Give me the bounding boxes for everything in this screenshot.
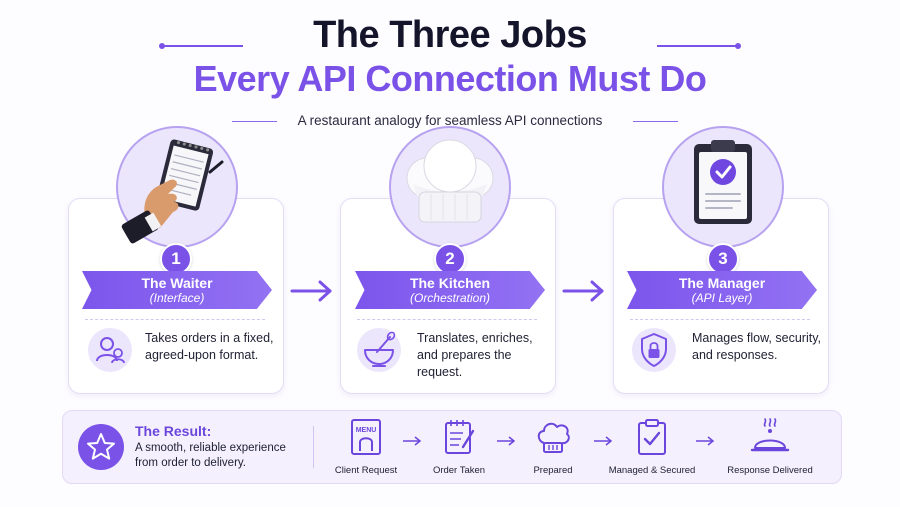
title-right-rule [657,45,737,47]
step-arrow-icon [696,436,715,446]
subtitle-right-rule [633,121,678,122]
result-separator [313,426,314,468]
result-description: A smooth, reliable experience from order… [135,442,286,469]
job-image-circle-kitchen [389,126,511,248]
star-icon [87,433,115,460]
step-label-client-request: Client Request [334,465,398,476]
job-divider-kitchen [357,319,537,320]
menu-icon-text: MENU [356,427,377,434]
step-label-prepared: Prepared [533,465,573,476]
job-divider-manager [630,319,810,320]
job-image-circle-manager [662,126,784,248]
job-subtitle-manager: (API Layer) [691,291,753,305]
arrow-right-icon [562,280,604,302]
menu-icon: MENU [351,419,381,455]
step-arrow-icon [403,436,422,446]
notepad-icon [445,420,475,454]
job-icon-circle-kitchen [357,328,401,372]
job-description-kitchen: Translates, enriches, and prepares the r… [417,331,533,379]
result-star-badge [78,424,124,470]
clipboard-check-image [694,140,752,224]
notepad-hand-image [121,139,224,244]
chef-hat-icon [537,422,570,453]
step-arrow-icon [594,436,613,446]
step-arrow-icon [497,436,516,446]
page-subtitle-heading: Every API Connection Must Do [193,58,707,99]
job-number-3: 3 [707,243,739,275]
job-title-waiter: The Waiter [141,275,213,291]
job-title-manager: The Manager [678,275,766,291]
job-image-circle-waiter [116,126,238,248]
page-title: The Three Jobs [313,14,587,56]
title-left-rule [163,45,243,47]
job-number-2: 2 [434,243,466,275]
cloche-icon [750,418,790,452]
arrow-right-icon [290,280,332,302]
job-subtitle-waiter: (Interface) [149,291,205,305]
mixing-bowl-icon [364,331,396,367]
job-number-1: 1 [160,243,192,275]
job-banner-kitchen: The Kitchen (Orchestration) [355,271,545,309]
step-label-managed-secured: Managed & Secured [608,465,696,476]
step-label-response-delivered: Response Delivered [727,465,813,476]
user-icon [96,337,125,364]
job-title-kitchen: The Kitchen [409,275,491,291]
job-description-waiter: Takes orders in a fixed, agreed-upon for… [145,331,274,362]
job-icon-circle-waiter [88,328,132,372]
title-left-dot [159,43,165,49]
job-divider-waiter [85,319,265,320]
title-right-dot [735,43,741,49]
subtitle-left-rule [232,121,277,122]
job-banner-manager: The Manager (API Layer) [627,271,817,309]
job-description-manager: Manages flow, security, and responses. [692,331,821,362]
job-subtitle-kitchen: (Orchestration) [409,291,491,305]
job-icon-circle-manager [632,328,676,372]
step-label-order-taken: Order Taken [432,465,486,476]
subtitle: A restaurant analogy for seamless API co… [297,113,603,128]
result-title: The Result: [135,423,212,439]
shield-lock-icon [641,333,667,367]
clipboard-check-icon [638,419,666,455]
job-banner-waiter: The Waiter (Interface) [82,271,272,309]
chef-hat-image [406,139,494,223]
